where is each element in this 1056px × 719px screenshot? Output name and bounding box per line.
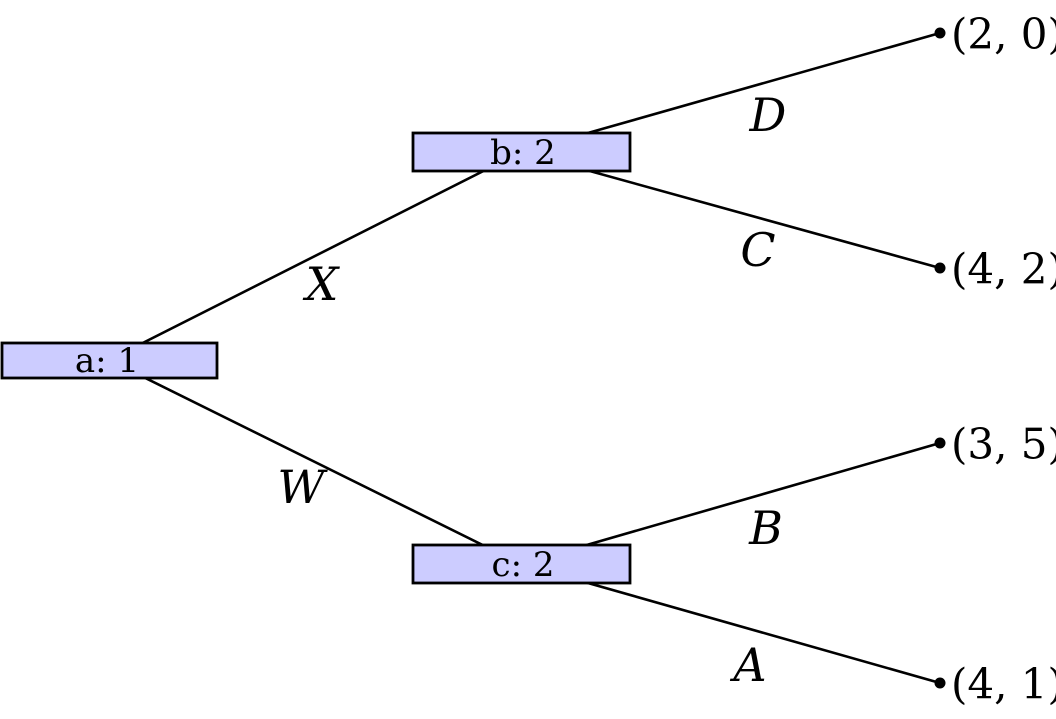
node-a-box xyxy=(0,341,219,380)
node-a-label: a: 1 xyxy=(75,341,139,381)
node-layer: a: 1 b: 2 c: 2 xyxy=(0,131,632,585)
leaf-dot-1 xyxy=(934,27,946,39)
edge-layer xyxy=(107,31,942,685)
edge-label-layer: X W D C B A xyxy=(277,88,786,692)
leaf-dot-4 xyxy=(934,677,946,689)
edge-label-C: C xyxy=(740,223,775,277)
leaf-dot-3 xyxy=(934,437,946,449)
edge-label-B: B xyxy=(748,501,783,555)
payoff-label-2: (4, 2) xyxy=(951,245,1056,294)
node-b-box xyxy=(411,131,632,173)
node-c-box xyxy=(411,543,632,585)
edge-label-X: X xyxy=(303,257,341,311)
payoff-label-4: (4, 1) xyxy=(951,660,1056,709)
edge-a-c xyxy=(107,358,523,566)
edge-label-D: D xyxy=(749,88,787,142)
edge-a-b xyxy=(107,150,523,362)
payoff-label-1: (2, 0) xyxy=(951,10,1056,59)
edge-label-W: W xyxy=(277,460,328,514)
payoff-label-3: (3, 5) xyxy=(951,420,1056,469)
edge-label-A: A xyxy=(729,638,766,692)
leaf-layer: (2, 0) (4, 2) (3, 5) (4, 1) xyxy=(934,10,1056,709)
node-c-label: c: 2 xyxy=(492,545,555,585)
leaf-dot-2 xyxy=(934,262,946,274)
node-b-label: b: 2 xyxy=(490,133,556,173)
